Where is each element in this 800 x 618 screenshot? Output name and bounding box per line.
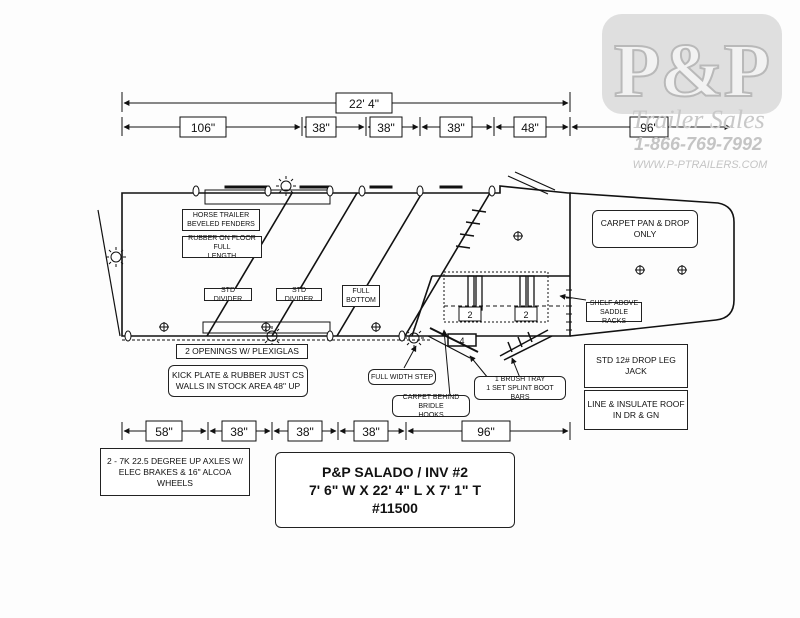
saddle-racks	[443, 271, 564, 323]
saddle-rack-ticks	[455, 209, 487, 249]
shelf-ticks	[566, 289, 572, 331]
drop-leg-jack-note: STD 12# DROP LEG JACK	[584, 344, 688, 388]
axles-note: 2 - 7K 22.5 DEGREE UP AXLES W/ ELEC BRAK…	[100, 448, 250, 496]
fenders-note: HORSE TRAILER BEVELED FENDERS	[182, 209, 260, 231]
dim-top-3: 38"	[377, 121, 395, 135]
dim-bottom-3: 38"	[296, 425, 314, 439]
title-line-1: P&P SALADO / INV #2	[321, 464, 468, 480]
kick-plate-note: KICK PLATE & RUBBER JUST CS WALLS IN STO…	[168, 365, 308, 397]
rack-qty-1: 2	[467, 310, 472, 320]
trailer-body	[97, 185, 735, 337]
logo-phone: 1-866-769-7992	[634, 134, 762, 154]
tie-rings	[124, 185, 496, 342]
rack-qty-2: 2	[523, 310, 528, 320]
full-width-step-note: FULL WIDTH STEP	[368, 369, 436, 385]
openings-note: 2 OPENINGS W/ PLEXIGLAS	[176, 344, 308, 359]
boot-bars	[427, 327, 553, 361]
exterior-lights	[106, 176, 424, 348]
std-divider-note-1: STD DIVIDER	[204, 287, 252, 303]
dim-bottom-1: 58"	[155, 425, 173, 439]
line-insulate-note: LINE & INSULATE ROOF IN DR & GN	[584, 390, 688, 430]
tray-qty: 4	[459, 336, 464, 346]
shelf-above-note: SHELF ABOVE SADDLE RACKS	[586, 300, 642, 325]
dim-nose: 96"	[640, 121, 658, 135]
bottom-section-dimensions	[121, 422, 571, 440]
dim-top-2: 38"	[312, 121, 330, 135]
carpet-pan-note: CARPET PAN & DROP ONLY	[592, 210, 698, 248]
logo-mark: P&P	[614, 29, 770, 113]
logo-website: WWW.P-PTRAILERS.COM	[633, 159, 768, 171]
dim-top-5: 48"	[521, 121, 539, 135]
dim-bottom-5: 96"	[477, 425, 495, 439]
title-block: P&P SALADO / INV #2 7' 6" W X 22' 4" L X…	[275, 452, 515, 528]
leader-lines	[403, 293, 587, 397]
dim-bottom-4: 38"	[362, 425, 380, 439]
std-divider-note-2: STD DIVIDER	[276, 287, 322, 303]
logo-subtitle: Trailer Sales	[631, 105, 765, 134]
dim-top-1: 106"	[191, 121, 215, 135]
overall-length-dimension	[121, 92, 571, 112]
title-line-3: #11500	[372, 500, 418, 516]
overall-length-label: 22' 4"	[349, 97, 379, 111]
dim-bottom-2: 38"	[230, 425, 248, 439]
rubber-floor-note: RUBBER ON FLOOR FULL LENGTH	[182, 235, 262, 260]
pp-trailer-sales-logo: P&P Trailer Sales 1-866-769-7992 WWW.P-P…	[602, 14, 782, 171]
full-bottom-note: FULL BOTTOM	[342, 285, 380, 307]
dim-top-4: 38"	[447, 121, 465, 135]
carpet-bridle-note: CARPET BEHIND BRIDLE HOOKS	[392, 394, 470, 419]
brush-tray-note: 1 BRUSH TRAY 1 SET SPLINT BOOT BARS	[474, 376, 566, 401]
ceiling-lights	[159, 231, 687, 332]
title-line-2: 7' 6" W X 22' 4" L X 7' 1" T	[308, 482, 482, 498]
